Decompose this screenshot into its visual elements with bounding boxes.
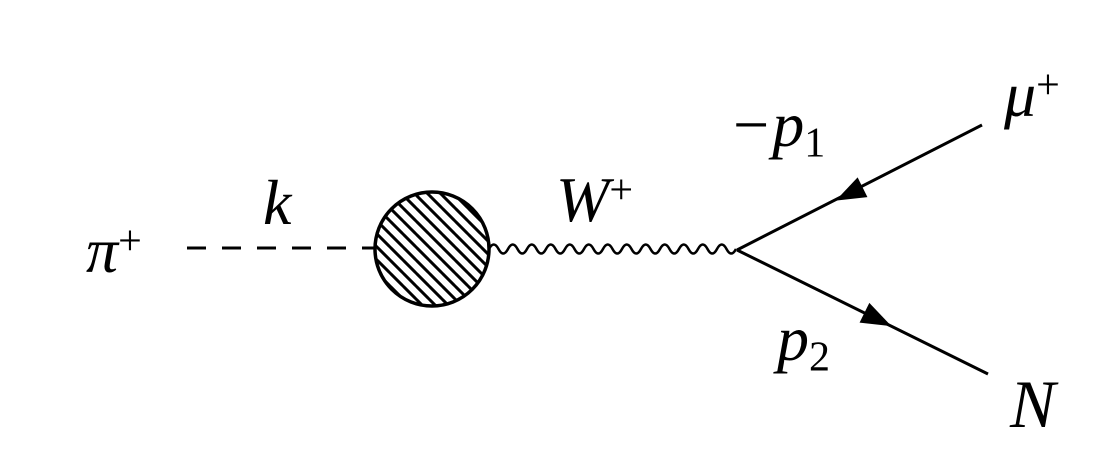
muon-label: μ+ [1004, 63, 1060, 127]
neutral-lepton-momentum-symbol: p [777, 303, 809, 374]
muon-momentum-symbol: −p [729, 89, 805, 160]
pion-symbol: π [86, 215, 119, 286]
muon-momentum-index: 1 [804, 120, 826, 167]
muon-symbol: μ [1004, 59, 1037, 130]
form-factor-blob [373, 190, 491, 308]
momentum-k-label: k [263, 171, 291, 235]
neutral-lepton-line [736, 248, 989, 376]
neutral-lepton-momentum-label: p2 [777, 307, 830, 379]
muon-arrow [835, 177, 868, 201]
w-boson-label: W+ [556, 168, 633, 232]
neutral-lepton-momentum-index: 2 [809, 334, 830, 381]
muon-momentum-label: −p1 [729, 93, 825, 165]
neutral-lepton-symbol: N [1010, 366, 1056, 442]
pion-charge: + [118, 218, 142, 265]
w-boson-charge: + [609, 167, 633, 214]
momentum-k-symbol: k [263, 167, 292, 238]
w-boson-wavy-line [487, 243, 738, 255]
w-boson-symbol: W [556, 164, 610, 235]
pion-label: π+ [86, 219, 142, 283]
muon-charge: + [1036, 62, 1060, 109]
neutral-lepton-label: N [1010, 370, 1055, 438]
neutral-lepton-arrow [859, 302, 892, 327]
